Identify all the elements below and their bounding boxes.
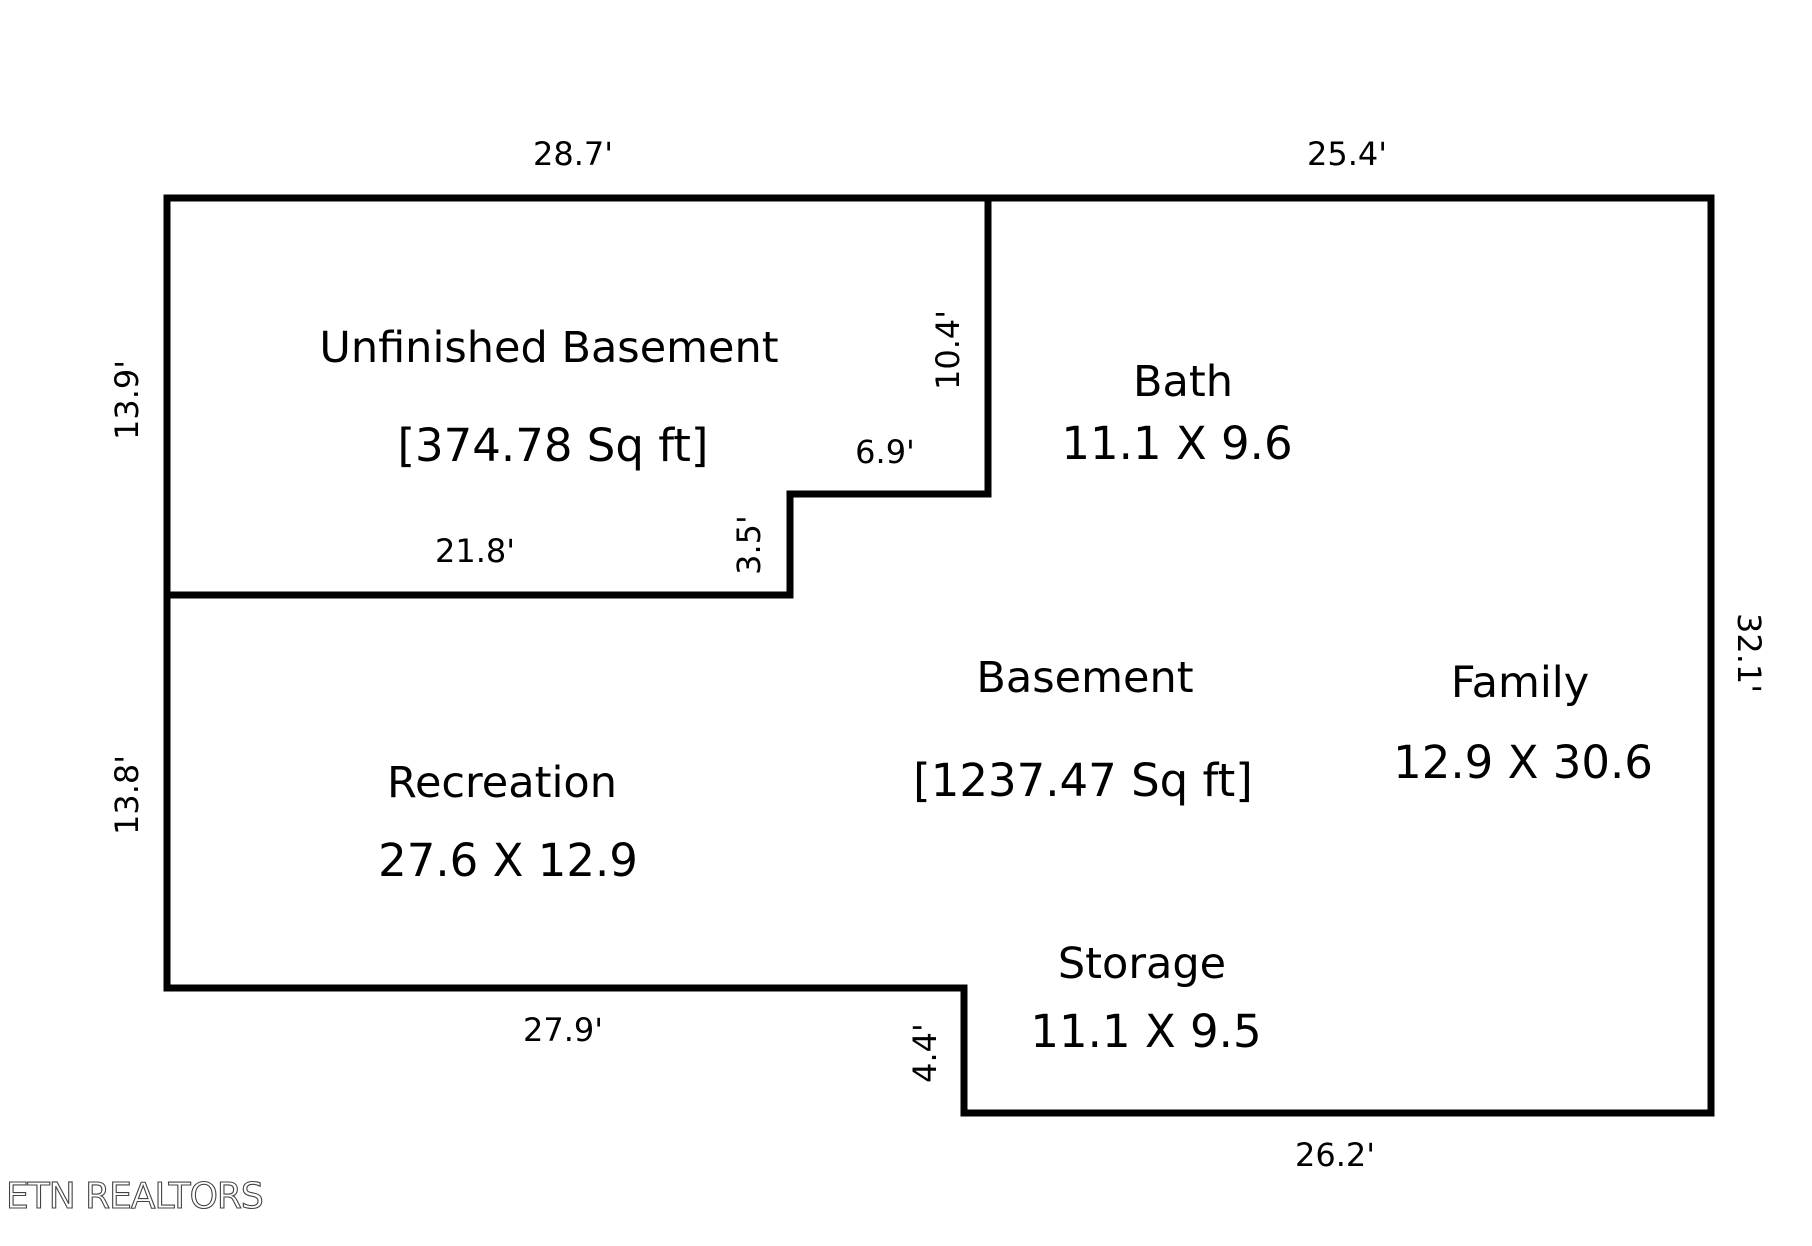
dimension-bottom-left: 27.9' [523, 1011, 603, 1049]
watermark-logo: ETN REALTORS [6, 1176, 263, 1217]
dimension-left-lower: 13.8' [108, 755, 146, 835]
room-name-basement: Basement [976, 653, 1193, 703]
room-size-storage: 11.1 X 9.5 [1030, 1005, 1261, 1058]
dimension-right: 32.1' [1730, 613, 1768, 693]
dimension-inner-horizontal-lower: 21.8' [435, 532, 515, 570]
room-size-bath: 11.1 X 9.6 [1061, 417, 1292, 470]
dimension-bottom-step: 4.4' [906, 1023, 944, 1083]
dimension-bottom-right: 26.2' [1295, 1136, 1375, 1174]
room-name-storage: Storage [1058, 939, 1226, 989]
room-size-recreation: 27.6 X 12.9 [378, 834, 638, 887]
dimension-left-upper: 13.9' [108, 360, 146, 440]
dimension-top-right: 25.4' [1307, 135, 1387, 173]
room-name-recreation: Recreation [387, 758, 617, 808]
room-area-basement: [1237.47 Sq ft] [913, 754, 1253, 807]
dimension-inner-horizontal-step: 6.9' [855, 433, 915, 471]
dimension-top-left: 28.7' [533, 135, 613, 173]
room-area-unfinished-basement: [374.78 Sq ft] [397, 419, 708, 472]
room-size-family: 12.9 X 30.6 [1393, 736, 1653, 789]
dimension-inner-vertical-upper: 10.4' [929, 310, 967, 390]
room-name-family: Family [1451, 658, 1589, 708]
room-name-bath: Bath [1133, 357, 1233, 407]
unfinished-basement-wall [163, 194, 992, 599]
dimension-inner-vertical-step: 3.5' [730, 515, 768, 575]
room-name-unfinished-basement: Unfinished Basement [319, 323, 778, 373]
outer-wall [163, 194, 1715, 1117]
